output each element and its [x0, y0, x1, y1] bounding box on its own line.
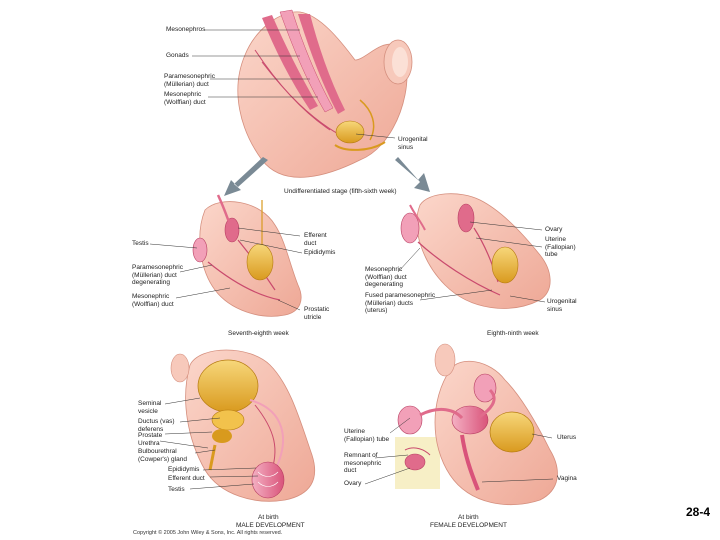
label-ovary-mid: Ovary: [545, 226, 563, 233]
label-uterine-tube-bottom: Uterine (Fallopian) tube: [344, 428, 390, 443]
female-8-9-week-figure: [400, 193, 551, 309]
caption-female-development: FEMALE DEVELOPMENT: [430, 522, 507, 529]
label-testis-bottom: Testis: [168, 486, 185, 493]
label-mesonephric-top: Mesonephric (Wolffian) duct: [164, 91, 206, 106]
label-vagina: Vagina: [557, 475, 577, 482]
label-uterine-tube-mid: Uterine (Fallopian) tube: [545, 236, 576, 258]
slide-number: 28-4: [686, 505, 711, 519]
label-paramesonephric-degenerating: Paramesonephric (Müllerian) duct degener…: [132, 264, 183, 286]
label-mesonephros: Mesonephros: [166, 26, 206, 33]
label-urogenital-sinus-top: Urogenital sinus: [398, 136, 428, 151]
female-mid-leader-lines: [397, 221, 546, 303]
label-prostate: Prostate: [138, 432, 163, 439]
label-uterus: Uterus: [557, 434, 577, 441]
label-gonads: Gonads: [166, 52, 189, 59]
label-mesonephric-mid: Mesonephric (Wolffian) duct: [132, 293, 174, 308]
female-at-birth-figure: [395, 343, 558, 506]
label-mesonephric-degenerating: Mesonephric (Wolffian) duct degenerating: [365, 266, 407, 288]
copyright-notice: Copyright © 2005 John Wiley & Sons, Inc.…: [133, 530, 283, 536]
label-bulbourethral-gland: Bulbourethral (Cowper's) gland: [138, 448, 187, 463]
top-leader-lines: [192, 29, 396, 139]
caption-undifferentiated-stage: Undifferentiated stage (fifth-sixth week…: [284, 188, 397, 195]
caption-male-development: MALE DEVELOPMENT: [236, 522, 305, 529]
caption-at-birth-male: At birth: [258, 514, 279, 521]
label-efferent-duct-bottom: Efferent duct: [168, 475, 205, 482]
label-fused-paramesonephric: Fused paramesonephric (Müllerian) ducts …: [365, 292, 436, 314]
label-ovary-bottom: Ovary: [344, 480, 362, 487]
label-prostatic-utricle: Prostatic utricle: [304, 306, 330, 321]
label-efferent-duct: Efferent duct: [304, 232, 327, 247]
label-remnant-mesonephric-duct: Remnant of mesonephric duct: [344, 452, 382, 474]
label-seminal-vesicle: Seminal vesicle: [138, 400, 162, 415]
female-bottom-leader-lines: [364, 417, 554, 485]
male-7-8-week-figure: [192, 194, 302, 317]
label-epididymis-mid: Epididymis: [304, 249, 336, 256]
stage-arrows: [224, 157, 430, 196]
label-epididymis-bottom: Epididymis: [168, 466, 200, 473]
label-urogenital-sinus-mid: Urogenital sinus: [547, 298, 577, 313]
male-mid-leader-lines: [149, 227, 303, 311]
caption-seventh-eighth-week: Seventh-eighth week: [228, 330, 289, 337]
caption-eighth-ninth-week: Eighth-ninth week: [487, 330, 539, 337]
label-testis: Testis: [132, 240, 149, 247]
label-ductus-deferens: Ductus (vas) deferens: [138, 418, 175, 433]
label-urethra: Urethra: [138, 440, 160, 447]
caption-at-birth-female: At birth: [458, 514, 479, 521]
male-bottom-leader-lines: [159, 397, 259, 490]
label-paramesonephric-top: Paramesonephric (Müllerian) duct: [164, 73, 215, 88]
male-at-birth-figure: [170, 349, 316, 502]
undifferentiated-embryo-figure: [237, 9, 413, 178]
